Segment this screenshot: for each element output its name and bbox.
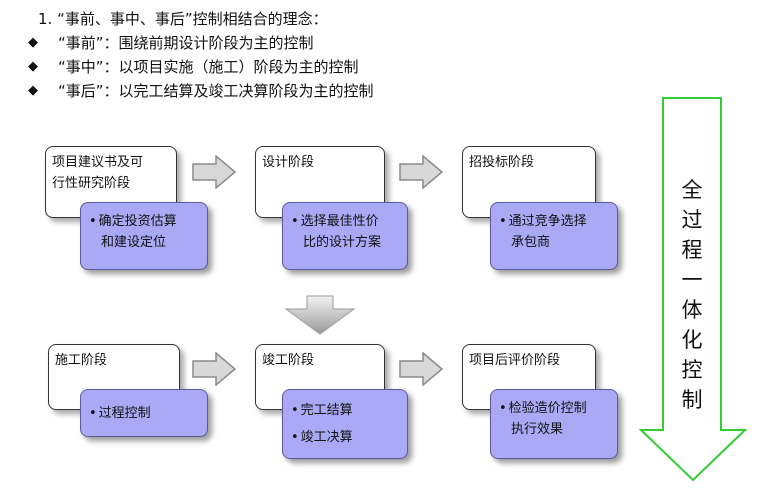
right-arrow-icon [192,155,236,189]
down-arrow-icon [285,295,355,335]
intro-bullet-2: ◆“事中”：以项目实施（施工）阶段为主的控制 [28,55,374,79]
right-arrow-icon [399,352,443,386]
diamond-bullet-icon: ◆ [28,83,38,98]
stage-3-item: 通过竞争选择 [499,211,613,232]
stage-1-item: 确定投资估算 [89,211,203,232]
stage-5-detail-box: 完工结算 竣工决算 [282,389,408,459]
stage-6-item: 检验造价控制 [499,398,613,419]
stage-1-item: 和建设定位 [101,235,167,250]
stage-4-detail-box: 过程控制 [80,389,208,437]
intro-title: 1. “事前、事中、事后”控制相结合的理念： [38,10,328,28]
right-arrow-icon [399,155,443,189]
diamond-bullet-icon: ◆ [28,35,38,50]
stage-4-item: 过程控制 [89,403,203,424]
stage-2-item: 选择最佳性价 [291,211,403,232]
stage-2-detail-box: 选择最佳性价 比的设计方案 [282,202,408,270]
diamond-bullet-icon: ◆ [28,59,38,74]
stage-5-item: 竣工决算 [291,427,403,448]
stage-2-item: 比的设计方案 [303,235,382,250]
stage-1-detail-box: 确定投资估算 和建设定位 [80,202,208,270]
stage-2-title-box: 设计阶段 [255,146,385,218]
full-process-control-label: 全过程一体化控制 [681,178,703,412]
intro-section: 1. “事前、事中、事后”控制相结合的理念： ◆“事前”：围绕前期设计阶段为主的… [28,7,374,103]
stage-3-detail-box: 通过竞争选择 承包商 [490,202,618,270]
stage-6-detail-box: 检验造价控制 执行效果 [490,389,618,459]
vertical-down-arrow-icon [638,97,748,482]
stage-6-item: 执行效果 [511,422,564,437]
intro-bullet-3: ◆“事后”：以完工结算及竣工决算阶段为主的控制 [28,79,374,103]
intro-bullet-1: ◆“事前”：围绕前期设计阶段为主的控制 [28,31,374,55]
stage-3-item: 承包商 [511,235,551,250]
stage-5-item: 完工结算 [291,400,403,421]
right-arrow-icon [192,352,236,386]
